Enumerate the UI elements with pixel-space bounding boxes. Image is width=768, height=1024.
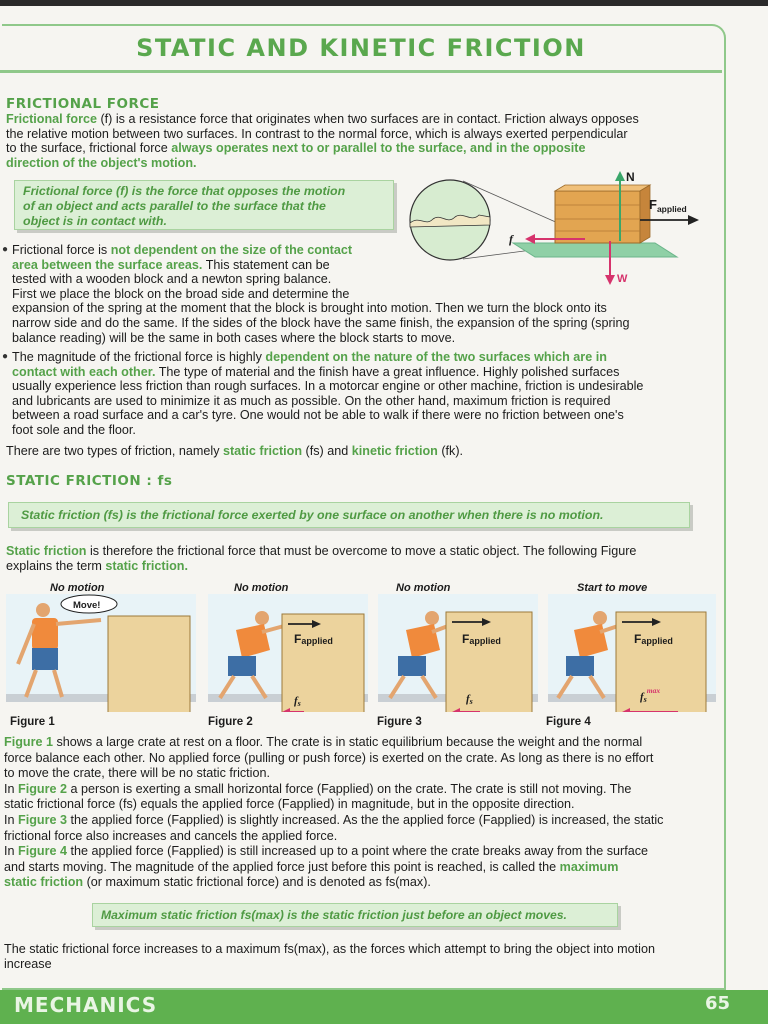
crate [445,611,533,712]
figure-3-label: Figure 3 [377,716,422,728]
figure-1-label: Figure 1 [10,716,55,728]
magnifier-circle [409,179,491,261]
definition-static-friction: Static friction (fs) is the frictional f… [8,502,690,528]
static-friction-label: fs [294,695,301,708]
label-f: f [509,232,514,246]
figure-1-illustration: Move! [6,594,196,712]
friction-block-diagram: N W f Fapplied [409,170,699,285]
figure-4-caption: Start to move [577,582,648,594]
normal-arrowhead [615,171,625,181]
crate [281,613,365,712]
crate [615,611,707,712]
footer-bar [0,990,768,1024]
weight-arrowhead [605,275,615,285]
figure-2-illustration: Fapplied fs [208,594,368,712]
static-friction-paragraph: Static friction is therefore the frictio… [6,544,637,573]
figure-2-caption: No motion [234,582,289,594]
static-friction-label: fs [466,693,473,706]
applied-force-label: Fapplied [634,632,673,646]
types-of-friction: There are two types of friction, namely … [6,444,464,458]
bullet-icon: ● [2,351,9,362]
wooden-block [553,184,652,244]
speech-bubble-text: Move! [73,600,100,611]
page-frame [2,24,726,990]
figure-explanations: Figure 1 shows a large crate at rest on … [4,735,664,890]
label-f-applied: Fapplied [649,197,687,214]
figure-4-illustration: Fapplied fsmax [548,594,716,712]
friction-arrowhead [525,234,535,244]
figure-3-caption: No motion [396,582,451,594]
applied-force-label: Fapplied [294,632,333,646]
figure-4-label: Figure 4 [546,716,591,728]
intro-paragraph: Frictional force (f) is a resistance for… [6,112,639,170]
figure-3-illustration: Fapplied fs [378,594,538,712]
figure-2-label: Figure 2 [208,716,253,728]
definition-max-static-friction: Maximum static friction fs(max) is the s… [92,903,618,927]
applied-force-label: Fapplied [462,632,501,646]
footer-subject: MECHANICS [14,993,158,1017]
figure-1-caption: No motion [50,582,105,594]
closing-paragraph: The static frictional force increases to… [4,942,655,971]
section-heading-static-friction: STATIC FRICTION : fs [6,473,173,489]
definition-frictional-force: Frictional force (f) is the force that o… [14,180,394,230]
bullet-paragraph-contact-area: Frictional force is not dependent on the… [12,243,630,345]
page-title: STATIC AND KINETIC FRICTION [136,34,586,62]
speech-bubble [60,594,118,614]
crate [107,615,191,712]
person-pointing [16,603,102,698]
max-static-friction-label: fsmax [640,686,660,704]
bullet-paragraph-surface-nature: The magnitude of the frictional force is… [12,350,644,437]
label-w: W [617,273,628,285]
person-pushing [388,611,449,700]
label-n: N [626,170,635,184]
title-box [0,26,722,73]
applied-arrowhead [688,215,699,225]
person-pushing [556,611,619,700]
section-heading-frictional-force: FRICTIONAL FORCE [6,96,160,112]
top-edge [0,0,768,6]
bullet-icon: ● [2,244,9,255]
person-pushing [218,611,285,700]
page-number: 65 [704,993,730,1014]
